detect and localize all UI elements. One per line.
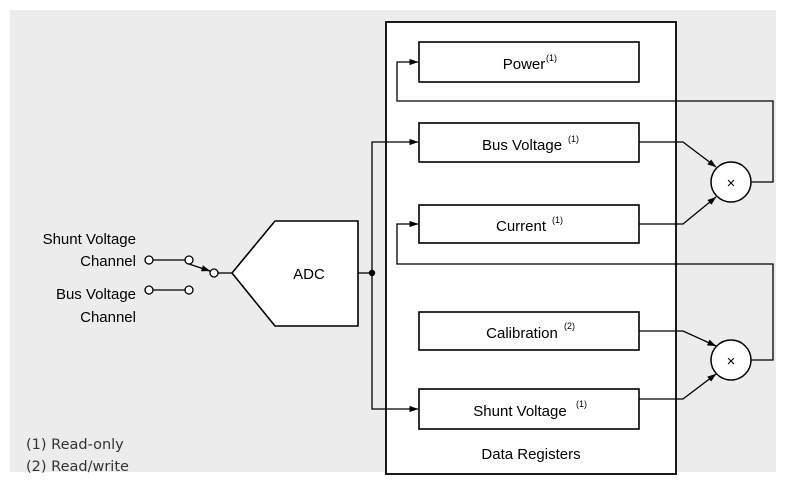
- multiplier-current-symbol: ×: [727, 353, 736, 370]
- register-current-note: (1): [552, 215, 563, 225]
- register-shunt-voltage-note: (1): [576, 399, 587, 409]
- wire-shunt-voltage-to-multiplier: [639, 373, 717, 400]
- shunt-voltage-channel-label-line2: Channel: [80, 253, 136, 270]
- wire-multiplier-to-power: [396, 58, 774, 183]
- wire-calibration-to-multiplier: [639, 330, 717, 347]
- bus-voltage-channel-label-line1: Bus Voltage: [56, 286, 136, 303]
- register-shunt-voltage-box: [418, 388, 640, 430]
- adc-label: ADC: [293, 266, 325, 283]
- footnote-read-only: (1) Read-only: [26, 437, 124, 453]
- register-calibration-label: Calibration: [486, 325, 558, 342]
- register-current-label: Current: [496, 218, 547, 235]
- multiplier-power-symbol: ×: [727, 175, 736, 192]
- register-power-note: (1): [546, 53, 557, 63]
- register-shunt-voltage-label: Shunt Voltage: [473, 403, 566, 420]
- register-calibration-note: (2): [564, 321, 575, 331]
- footnote-read-write: (2) Read/write: [26, 459, 129, 475]
- wire-bus-voltage-to-multiplier: [639, 141, 717, 168]
- register-current-box: [418, 204, 640, 244]
- register-bus-voltage-note: (1): [568, 134, 579, 144]
- wire-adc-to-bus-voltage: [371, 138, 419, 273]
- bus-voltage-channel-label-line2: Channel: [80, 309, 136, 326]
- register-power-box: [418, 41, 640, 83]
- wire-adc-to-shunt-voltage: [371, 273, 419, 413]
- input-multiplexer-switch: [144, 255, 232, 295]
- register-bus-voltage-label: Bus Voltage: [482, 137, 562, 154]
- shunt-voltage-channel-label-line1: Shunt Voltage: [43, 231, 136, 248]
- register-power-label: Power: [503, 56, 546, 73]
- wire-multiplier-to-current: [396, 220, 774, 361]
- register-bus-voltage-box: [418, 122, 640, 163]
- register-calibration-box: [418, 311, 640, 351]
- wire-current-to-multiplier: [639, 196, 717, 225]
- data-registers-title: Data Registers: [481, 446, 580, 463]
